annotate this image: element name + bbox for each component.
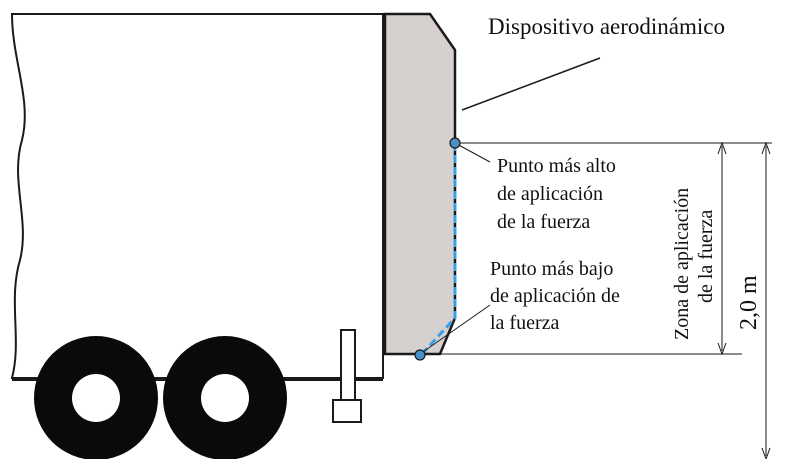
highest-point-leader (454, 142, 491, 163)
height-dimension-arrow (761, 141, 771, 459)
landing-gear-leg (340, 329, 356, 401)
lowest-point-label-line-3: la fuerza (490, 312, 560, 334)
device-label: Dispositivo aerodinámico (488, 14, 725, 39)
lowest-point-label-line-2: de aplicación de (490, 285, 620, 307)
force-application-line (418, 143, 457, 358)
landing-gear-foot (332, 399, 362, 423)
zone-label-line-1: Zona de aplicación (671, 188, 693, 340)
rear-wheel-right (163, 336, 287, 459)
rear-wheel-left (34, 336, 158, 459)
lowest-point-marker (414, 349, 426, 361)
highest-point-label-line-1: Punto más alto (497, 155, 616, 177)
lowest-point-leader (419, 304, 491, 355)
aerodynamic-device (383, 12, 457, 356)
highest-point-marker (449, 137, 461, 149)
highest-point-label-line-2: de aplicación (497, 183, 603, 205)
zone-label-line-2: de la fuerza (695, 210, 717, 303)
trailer-body (10, 13, 384, 379)
highest-point-label-line-3: de la fuerza (497, 211, 590, 233)
lowest-point-label-line-1: Punto más bajo (490, 258, 613, 280)
height-label: 2,0 m (736, 275, 762, 330)
zone-dimension-arrow (717, 141, 727, 356)
device-leader-line (461, 57, 601, 111)
